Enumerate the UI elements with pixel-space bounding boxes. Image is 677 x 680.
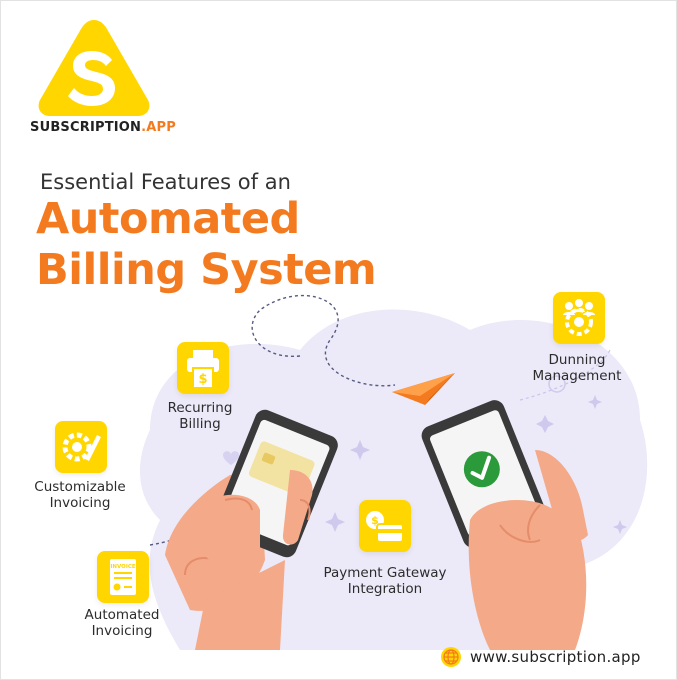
feature-dunning-line2: Management bbox=[532, 368, 622, 384]
feature-payment-gateway: Payment Gateway Integration bbox=[310, 565, 460, 597]
svg-text:$: $ bbox=[198, 372, 207, 387]
svg-text:$: $ bbox=[371, 514, 379, 527]
heading-line-automated: Automated bbox=[36, 194, 300, 244]
dotted-path-top bbox=[251, 294, 396, 387]
right-phone-illustration bbox=[421, 400, 588, 650]
s-triangle-logo-icon bbox=[38, 20, 150, 116]
feature-automated-invoicing: Automated Invoicing bbox=[47, 607, 197, 639]
paper-plane-icon bbox=[392, 373, 455, 405]
feature-customizable-invoicing: Customizable Invoicing bbox=[5, 479, 155, 511]
brand-suffix: .APP bbox=[141, 120, 177, 135]
feature-dunning-management: Dunning Management bbox=[502, 352, 652, 384]
heading-subtitle: Essential Features of an bbox=[40, 170, 291, 194]
brand-wordmark: SUBSCRIPTION.APP bbox=[30, 120, 176, 135]
feature-automated-line2: Invoicing bbox=[91, 623, 153, 639]
team-gear-icon bbox=[553, 292, 605, 344]
website-link[interactable]: www.subscription.app bbox=[470, 648, 641, 666]
invoice-icon-text: INVOICE bbox=[110, 564, 136, 570]
left-phone-illustration bbox=[165, 409, 338, 650]
feature-recurring-line1: Recurring bbox=[167, 400, 233, 416]
footer-website[interactable]: www.subscription.app bbox=[440, 646, 641, 668]
printer-dollar-icon: $ bbox=[177, 342, 229, 394]
feature-recurring-billing: Recurring Billing bbox=[125, 400, 275, 432]
gear-pencil-icon bbox=[55, 421, 107, 473]
feature-customizable-line1: Customizable bbox=[34, 479, 126, 495]
invoice-document-icon: INVOICE bbox=[97, 551, 149, 603]
brand-name: SUBSCRIPTION bbox=[30, 120, 142, 135]
feature-recurring-line2: Billing bbox=[179, 416, 221, 432]
card-dollar-icon: $ bbox=[359, 500, 411, 552]
feature-automated-line1: Automated bbox=[84, 607, 160, 623]
heading-line-billing-system: Billing System bbox=[36, 245, 377, 295]
feature-payment-line2: Integration bbox=[347, 581, 423, 597]
globe-icon bbox=[441, 647, 461, 667]
feature-dunning-line1: Dunning bbox=[548, 352, 606, 368]
feature-payment-line1: Payment Gateway bbox=[323, 565, 447, 581]
feature-customizable-line2: Invoicing bbox=[49, 495, 111, 511]
dotted-path-right bbox=[519, 349, 611, 401]
